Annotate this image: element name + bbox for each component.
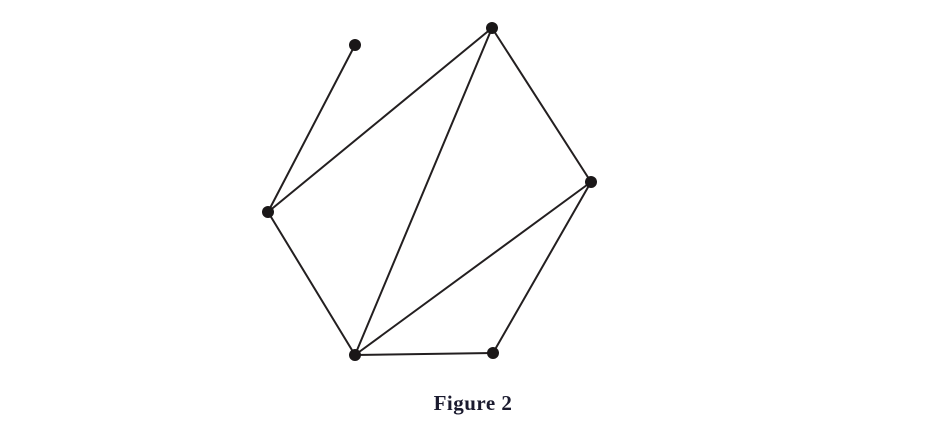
vertex-left: [262, 206, 274, 218]
edge-left-bottomleft: [267, 211, 356, 356]
edge-right-bottomleft: [354, 181, 592, 356]
vertex-top: [486, 22, 498, 34]
vertex-bottom-left: [349, 349, 361, 361]
edge-top-right: [491, 27, 592, 183]
vertex-layer: [262, 22, 597, 361]
figure-caption: Figure 2: [433, 391, 513, 415]
edge-top-bottomleft: [354, 27, 493, 356]
edge-top-left: [267, 27, 493, 213]
edge-right-bottomright: [492, 181, 592, 354]
edge-topleft-left: [267, 44, 356, 213]
edge-bottomleft-bottomright: [354, 352, 494, 356]
edge-layer: [267, 27, 592, 356]
vertex-bottom-right: [487, 347, 499, 359]
vertex-top-left: [349, 39, 361, 51]
vertex-right: [585, 176, 597, 188]
